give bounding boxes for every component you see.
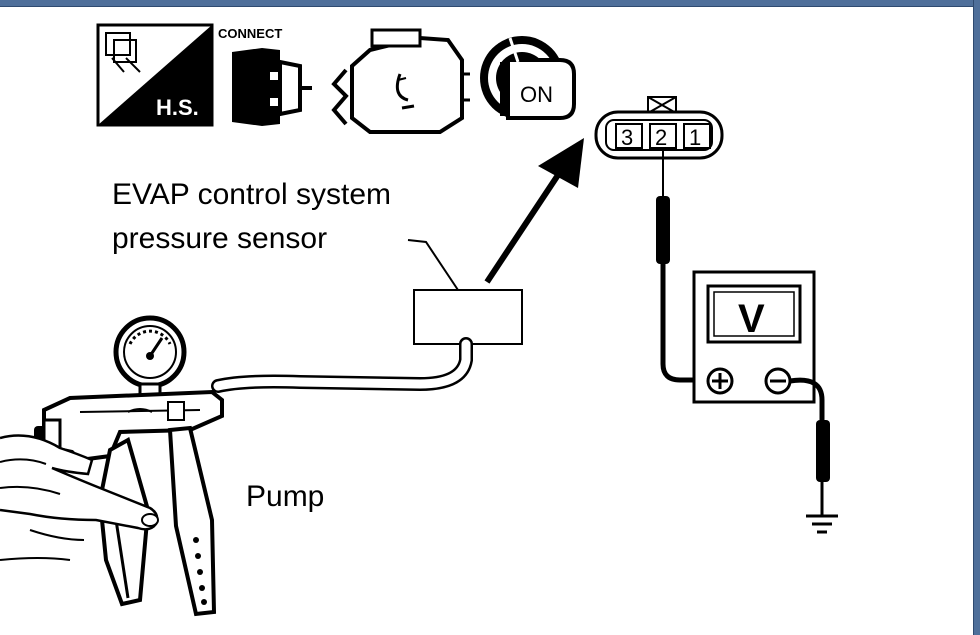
hs-icon: H.S. xyxy=(96,23,214,127)
ground-symbol xyxy=(806,514,838,534)
pointer-arrow xyxy=(484,138,584,284)
connect-icon: CONNECT xyxy=(218,26,312,126)
connector-pin-3: 3 xyxy=(621,125,633,150)
ignition-key-icon: ON xyxy=(480,36,576,120)
hand-pump-illustration xyxy=(0,315,224,617)
pressure-sensor-box xyxy=(413,289,523,345)
sensor-leader-line xyxy=(407,239,459,291)
sensor-label-line2: pressure sensor xyxy=(112,222,327,255)
negative-test-lead xyxy=(789,377,830,516)
connector-pin-2: 2 xyxy=(655,125,667,150)
connector-pin-1: 1 xyxy=(689,125,701,150)
pump-label: Pump xyxy=(246,480,324,513)
ignition-on-label: ON xyxy=(520,82,553,107)
voltmeter-display-label: V xyxy=(738,297,765,341)
window-right-border xyxy=(973,0,980,635)
evap-sensor-diagram: H.S. CONNECT ON 3 2 xyxy=(0,23,838,617)
sensor-connector: 3 2 1 xyxy=(594,96,724,160)
window-top-border xyxy=(0,0,980,7)
engine-icon xyxy=(331,28,470,134)
positive-test-lead xyxy=(656,148,706,383)
pump-gauge xyxy=(113,315,187,402)
sensor-label-line1: EVAP control system xyxy=(112,178,391,211)
connect-icon-label: CONNECT xyxy=(218,26,282,41)
hs-icon-label: H.S. xyxy=(156,95,199,120)
